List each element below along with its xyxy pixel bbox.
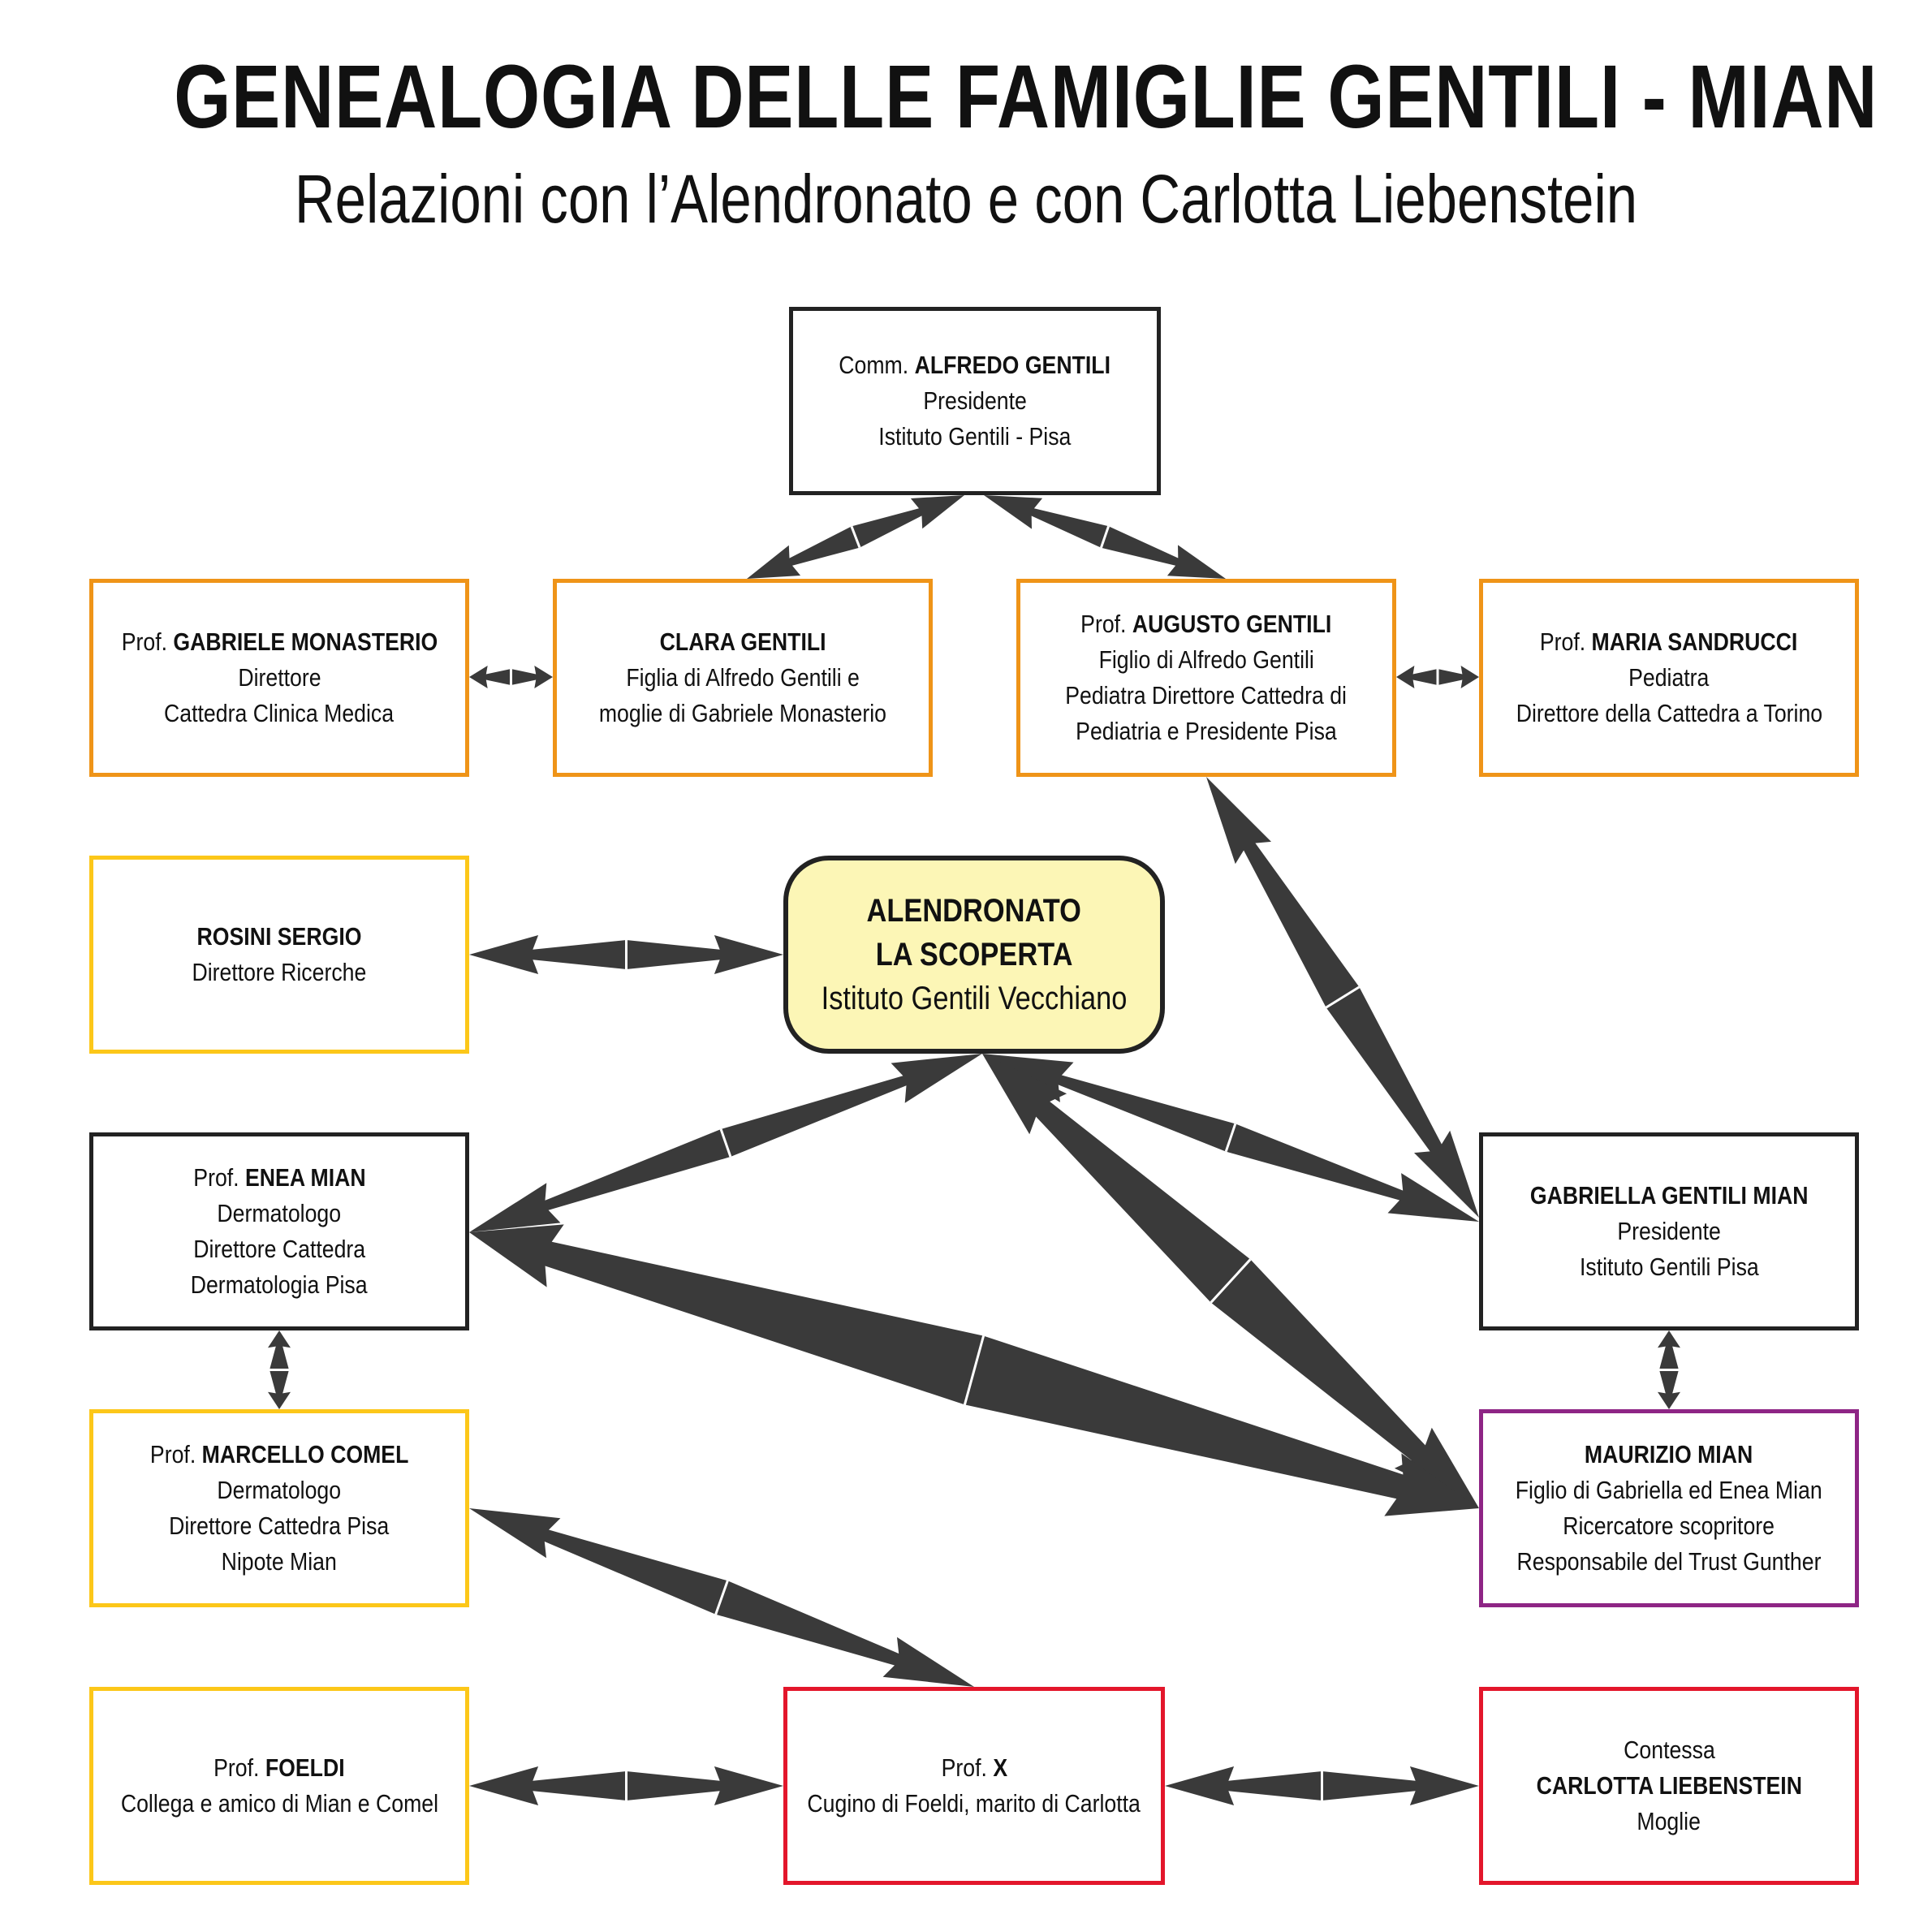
center-institute: Istituto Gentili Vecchiano: [821, 981, 1128, 1016]
arrow-divider: [963, 1335, 985, 1405]
arrow-divider: [1100, 525, 1110, 549]
node-maria-sandrucci[interactable]: Prof. MARIA SANDRUCCI Pediatra Direttore…: [1479, 579, 1859, 777]
arrow-divider: [714, 1580, 729, 1615]
arrow-divider: [1325, 985, 1361, 1009]
node-detail: Pediatria e Presidente Pisa: [1076, 717, 1337, 745]
node-detail: Collega e amico di Mian e Comel: [120, 1789, 438, 1818]
node-detail: Direttore Cattedra Pisa: [169, 1512, 390, 1540]
person-name: MAURIZIO MIAN: [1585, 1440, 1753, 1468]
node-marcello-comel[interactable]: Prof. MARCELLO COMEL Dermatologo Diretto…: [89, 1409, 469, 1607]
person-name: AUGUSTO GENTILI: [1132, 610, 1332, 638]
node-detail: Presidente: [923, 386, 1027, 415]
node-alendronato[interactable]: ALENDRONATO LA SCOPERTA Istituto Gentili…: [783, 856, 1165, 1054]
node-detail: Figlio di Gabriella ed Enea Mian: [1516, 1476, 1822, 1504]
node-carlotta-liebenstein[interactable]: Contessa CARLOTTA LIEBENSTEIN Moglie: [1479, 1687, 1859, 1885]
page-subtitle: Relazioni con l’Alendronato e con Carlot…: [294, 161, 1638, 237]
node-detail: Presidente: [1617, 1217, 1721, 1245]
name-prefix: Comm.: [839, 351, 909, 379]
arrow-divider: [850, 525, 861, 549]
node-detail: Cattedra Clinica Medica: [164, 699, 395, 727]
node-detail: Direttore Cattedra: [193, 1235, 365, 1263]
node-detail: Figlia di Alfredo Gentili e: [626, 663, 860, 692]
node-gabriella-gentili-mian[interactable]: GABRIELLA GENTILI MIAN Presidente Istitu…: [1479, 1132, 1859, 1330]
node-enea-mian[interactable]: Prof. ENEA MIAN Dermatologo Direttore Ca…: [89, 1132, 469, 1330]
node-detail: moglie di Gabriele Monasterio: [598, 699, 887, 727]
name-prefix: Prof.: [1080, 610, 1127, 638]
node-detail: Pediatra: [1628, 663, 1710, 692]
person-name: MARIA SANDRUCCI: [1591, 627, 1798, 656]
node-detail: Pediatra Direttore Cattedra di: [1065, 681, 1348, 709]
person-name: MARCELLO COMEL: [201, 1440, 409, 1468]
node-alfredo-gentili[interactable]: Comm. ALFREDO GENTILI Presidente Istitut…: [789, 307, 1161, 495]
person-name: ENEA MIAN: [244, 1163, 366, 1192]
name-prefix: Contessa: [1623, 1736, 1715, 1764]
node-detail: Dermatologia Pisa: [191, 1270, 368, 1299]
person-name: CLARA GENTILI: [659, 627, 826, 656]
node-detail: Istituto Gentili Pisa: [1579, 1253, 1759, 1281]
person-name: GABRIELLA GENTILI MIAN: [1529, 1181, 1809, 1210]
node-detail: Direttore Ricerche: [192, 958, 367, 986]
node-detail: Cugino di Foeldi, marito di Carlotta: [807, 1789, 1141, 1818]
node-detail: Ricercatore scopritore: [1563, 1512, 1775, 1540]
person-name: GABRIELE MONASTERIO: [172, 627, 438, 656]
node-detail: Nipote Mian: [221, 1547, 338, 1576]
node-maurizio-mian[interactable]: MAURIZIO MIAN Figlio di Gabriella ed Ene…: [1479, 1409, 1859, 1607]
name-prefix: Prof.: [121, 627, 167, 656]
node-detail: Moglie: [1637, 1807, 1701, 1835]
name-prefix: Prof.: [1540, 627, 1586, 656]
person-name: X: [992, 1753, 1007, 1782]
node-prof-x[interactable]: Prof. X Cugino di Foeldi, marito di Carl…: [783, 1687, 1165, 1885]
person-name: ROSINI SERGIO: [196, 922, 362, 951]
node-detail: Dermatologo: [217, 1199, 342, 1227]
node-detail: Responsabile del Trust Gunther: [1516, 1547, 1822, 1576]
node-augusto-gentili[interactable]: Prof. AUGUSTO GENTILI Figlio di Alfredo …: [1016, 579, 1396, 777]
person-name: FOELDI: [265, 1753, 345, 1782]
node-rosini-sergio[interactable]: ROSINI SERGIO Direttore Ricerche: [89, 856, 469, 1054]
node-detail: Direttore: [237, 663, 321, 692]
node-gabriele-monasterio[interactable]: Prof. GABRIELE MONASTERIO Direttore Catt…: [89, 579, 469, 777]
node-detail: Figlio di Alfredo Gentili: [1098, 645, 1314, 674]
center-subtitle: LA SCOPERTA: [875, 937, 1073, 972]
person-name: CARLOTTA LIEBENSTEIN: [1536, 1771, 1802, 1800]
name-prefix: Prof.: [941, 1753, 987, 1782]
page-title: GENEALOGIA DELLE FAMIGLIE GENTILI - MIAN: [174, 47, 1878, 147]
node-foeldi[interactable]: Prof. FOELDI Collega e amico di Mian e C…: [89, 1687, 469, 1885]
node-detail: Dermatologo: [217, 1476, 342, 1504]
node-detail: Istituto Gentili - Pisa: [878, 422, 1072, 451]
name-prefix: Prof.: [192, 1163, 239, 1192]
arrow-divider: [1210, 1258, 1252, 1304]
person-name: ALFREDO GENTILI: [914, 351, 1111, 379]
name-prefix: Prof.: [213, 1753, 260, 1782]
arrow-divider: [719, 1128, 732, 1158]
node-detail: Direttore della Cattedra a Torino: [1516, 699, 1822, 727]
name-prefix: Prof.: [149, 1440, 196, 1468]
center-title: ALENDRONATO: [866, 893, 1082, 929]
node-clara-gentili[interactable]: CLARA GENTILI Figlia di Alfredo Gentili …: [553, 579, 933, 777]
arrow-divider: [1224, 1123, 1237, 1153]
